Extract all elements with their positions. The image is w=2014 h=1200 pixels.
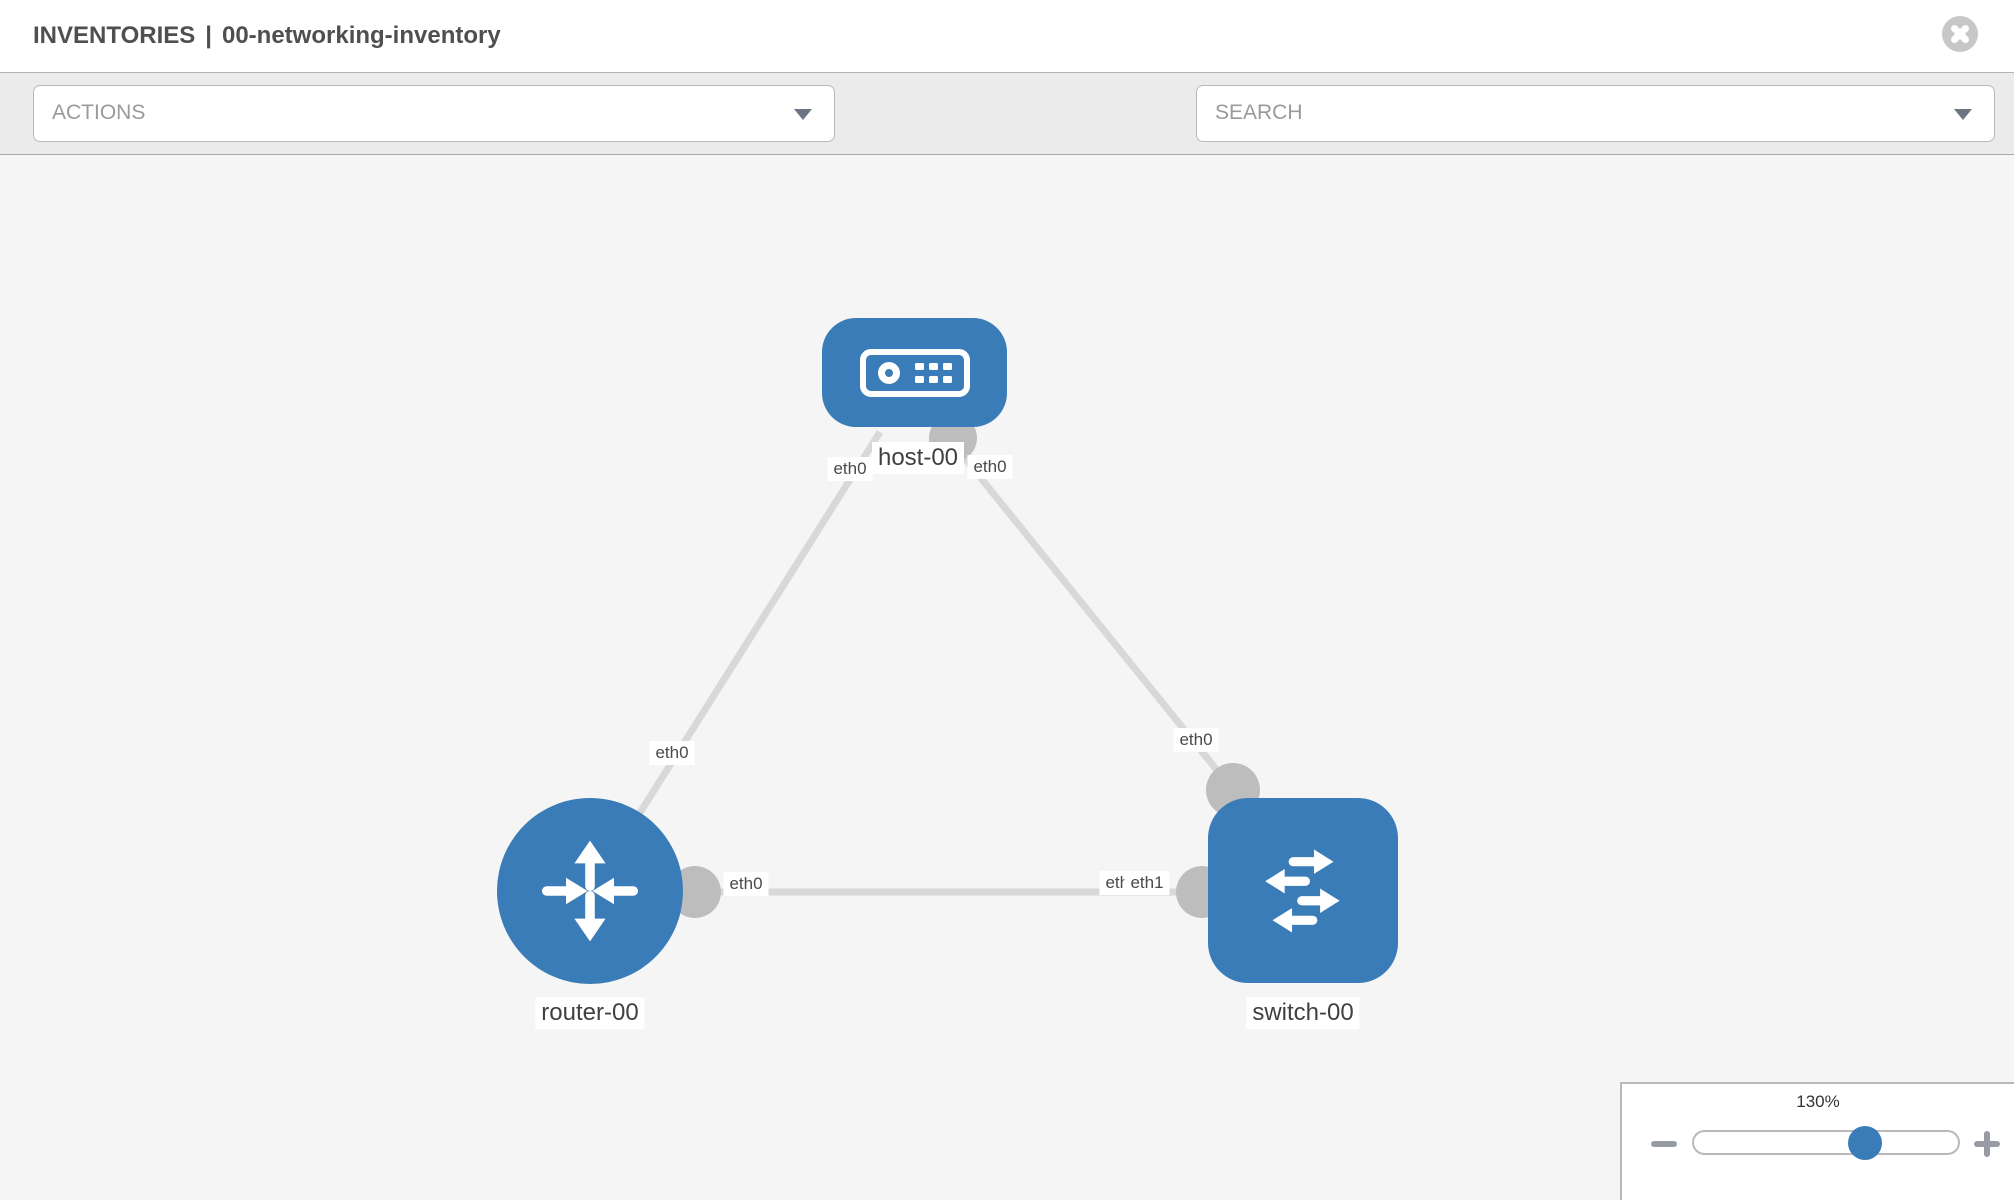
zoom-in-button[interactable]	[1970, 1127, 2004, 1161]
zoom-slider-track[interactable]	[1692, 1130, 1960, 1155]
node-switch-00[interactable]	[1208, 798, 1398, 983]
topology-edges	[587, 414, 1303, 918]
header-bar: INVENTORIES | 00-networking-inventory	[0, 0, 2014, 72]
node-label-switch: switch-00	[1246, 997, 1360, 1029]
close-button[interactable]	[1942, 16, 1978, 52]
zoom-level: 130%	[1796, 1092, 1840, 1111]
zoom-slider-thumb[interactable]	[1848, 1126, 1882, 1160]
node-router-00[interactable]	[497, 798, 683, 984]
host-icon	[859, 348, 970, 397]
breadcrumb-section: INVENTORIES	[33, 22, 196, 49]
toolbar: ACTIONS SEARCH	[0, 72, 2014, 210]
breadcrumb-separator: |	[205, 22, 212, 49]
node-label-router: router-00	[535, 997, 645, 1029]
actions-dropdown-label: ACTIONS	[52, 101, 146, 124]
minus-icon	[1651, 1141, 1677, 1147]
switch-icon	[1265, 849, 1340, 932]
search-dropdown-label: SEARCH	[1215, 101, 1303, 124]
chevron-down-icon	[1954, 109, 1972, 120]
actions-dropdown[interactable]: ACTIONS	[33, 85, 835, 142]
topology-canvas[interactable]: host-00 router-00 switch-00 eth0 eth0 et…	[0, 155, 2014, 1200]
inventory-name: 00-networking-inventory	[221, 22, 501, 49]
zoom-panel: 130%	[1620, 1082, 2014, 1200]
interface-label: eth0	[649, 741, 695, 765]
interface-label: eth0	[723, 872, 769, 896]
plus-icon	[1984, 1131, 1990, 1157]
node-label-host: host-00	[871, 442, 965, 474]
interface-label: eth0	[967, 455, 1013, 479]
interface-label: eth0	[827, 457, 873, 481]
interface-label: eth0	[1173, 728, 1219, 752]
interface-label: eth1	[1124, 871, 1170, 895]
close-icon	[1951, 25, 1969, 43]
page-title: INVENTORIES | 00-networking-inventory	[33, 0, 501, 72]
node-host-00[interactable]	[822, 318, 1007, 427]
chevron-down-icon	[794, 109, 812, 120]
search-dropdown[interactable]: SEARCH	[1196, 85, 1995, 142]
zoom-out-button[interactable]	[1647, 1127, 1681, 1161]
router-icon	[542, 840, 638, 942]
